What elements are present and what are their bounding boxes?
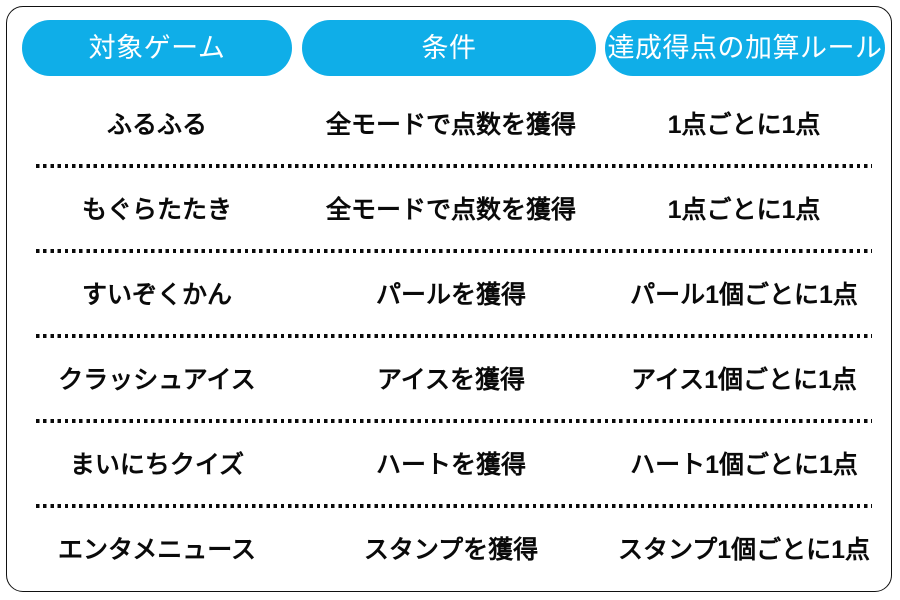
cell-rule: スタンプ1個ごとに1点 <box>617 536 871 564</box>
row-divider <box>36 334 872 338</box>
table-row: クラッシュアイス アイスを獲得 アイス1個ごとに1点 <box>7 338 891 423</box>
cell-rule: 1点ごとに1点 <box>667 111 821 139</box>
cell-condition: 全モードで点数を獲得 <box>325 111 576 139</box>
cell-rule: 1点ごとに1点 <box>667 196 821 224</box>
column-header-target-game: 対象ゲーム <box>22 20 292 76</box>
cell-game: クラッシュアイス <box>58 366 256 394</box>
cell-condition: アイスを獲得 <box>376 366 525 394</box>
table-row: もぐらたたき 全モードで点数を獲得 1点ごとに1点 <box>7 168 891 253</box>
table-header-row: 対象ゲーム 条件 達成得点の加算ルール <box>7 20 891 76</box>
cell-condition: パールを獲得 <box>375 281 526 309</box>
cell-rule: アイス1個ごとに1点 <box>631 366 857 394</box>
table-row: エンタメニュース スタンプを獲得 スタンプ1個ごとに1点 <box>7 508 891 591</box>
cell-game: すいぞくかん <box>81 281 232 309</box>
rules-table-card: 対象ゲーム 条件 達成得点の加算ルール ふるふる 全モードで点数を獲得 1点ごと… <box>6 6 892 592</box>
table-row: すいぞくかん パールを獲得 パール1個ごとに1点 <box>7 253 891 338</box>
row-divider <box>36 164 872 168</box>
cell-condition: 全モードで点数を獲得 <box>325 196 576 224</box>
cell-game: エンタメニュース <box>57 536 256 564</box>
cell-rule: ハート1個ごとに1点 <box>630 451 858 479</box>
cell-condition: ハートを獲得 <box>375 451 526 479</box>
cell-game: ふるふる <box>106 111 207 139</box>
cell-condition: スタンプを獲得 <box>363 536 539 564</box>
column-header-score-rule: 達成得点の加算ルール <box>605 20 885 76</box>
table-row: まいにちクイズ ハートを獲得 ハート1個ごとに1点 <box>7 423 891 508</box>
table-row: ふるふる 全モードで点数を獲得 1点ごとに1点 <box>7 83 891 168</box>
cell-rule: パール1個ごとに1点 <box>630 281 858 309</box>
cell-game: もぐらたたき <box>81 196 232 224</box>
row-divider <box>36 249 872 253</box>
column-header-condition: 条件 <box>302 20 596 76</box>
row-divider <box>36 419 872 423</box>
table-body: ふるふる 全モードで点数を獲得 1点ごとに1点 もぐらたたき 全モードで点数を獲… <box>7 83 891 591</box>
row-divider <box>36 504 872 508</box>
cell-game: まいにちクイズ <box>69 451 245 479</box>
